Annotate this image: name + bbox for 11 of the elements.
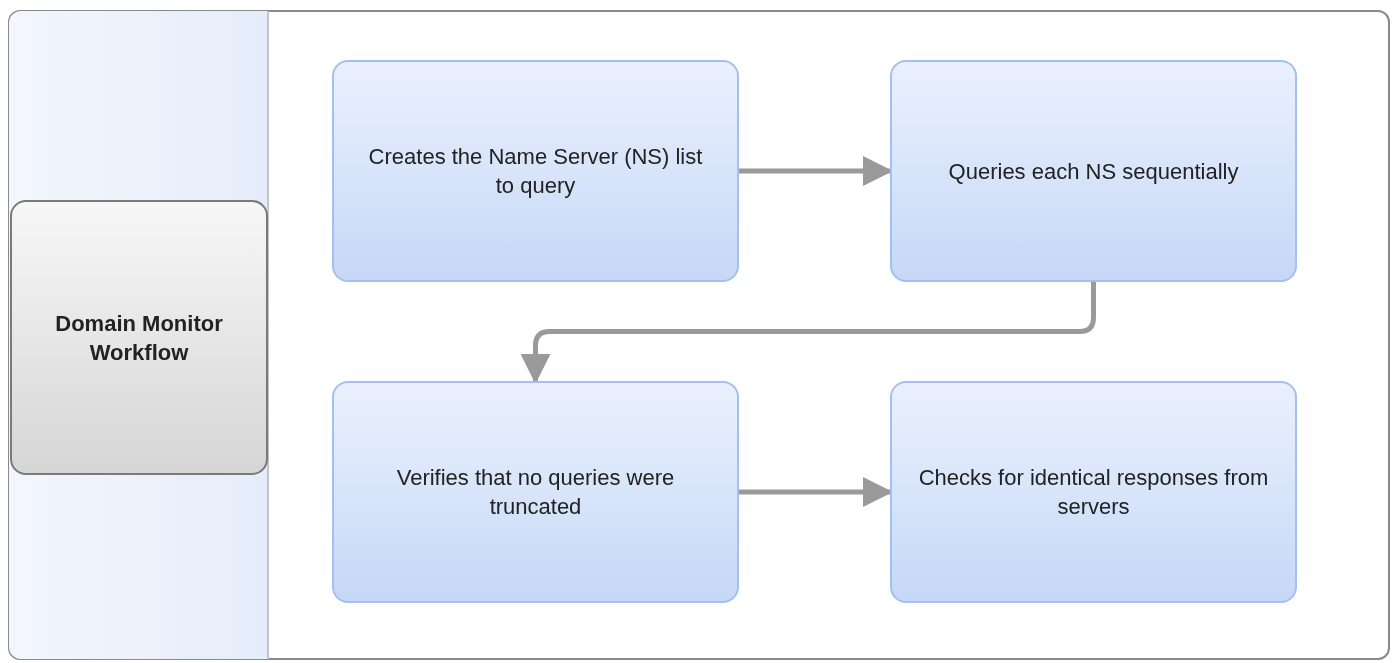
process-box [890, 60, 1297, 282]
box-label: Checks for identical responses from servers [917, 464, 1270, 521]
process-box [332, 381, 739, 603]
process-box [332, 60, 739, 282]
box-label: Queries each NS sequentially [948, 157, 1239, 186]
box-label: Verifies that no queries were truncated [395, 464, 676, 521]
box-label: Domain Monitor Workflow [54, 309, 224, 367]
box-label: Creates the Name Server (NS) list to query [367, 143, 704, 200]
lane-title-box [10, 200, 268, 475]
arrow [520, 282, 1096, 384]
process-box [890, 381, 1297, 603]
